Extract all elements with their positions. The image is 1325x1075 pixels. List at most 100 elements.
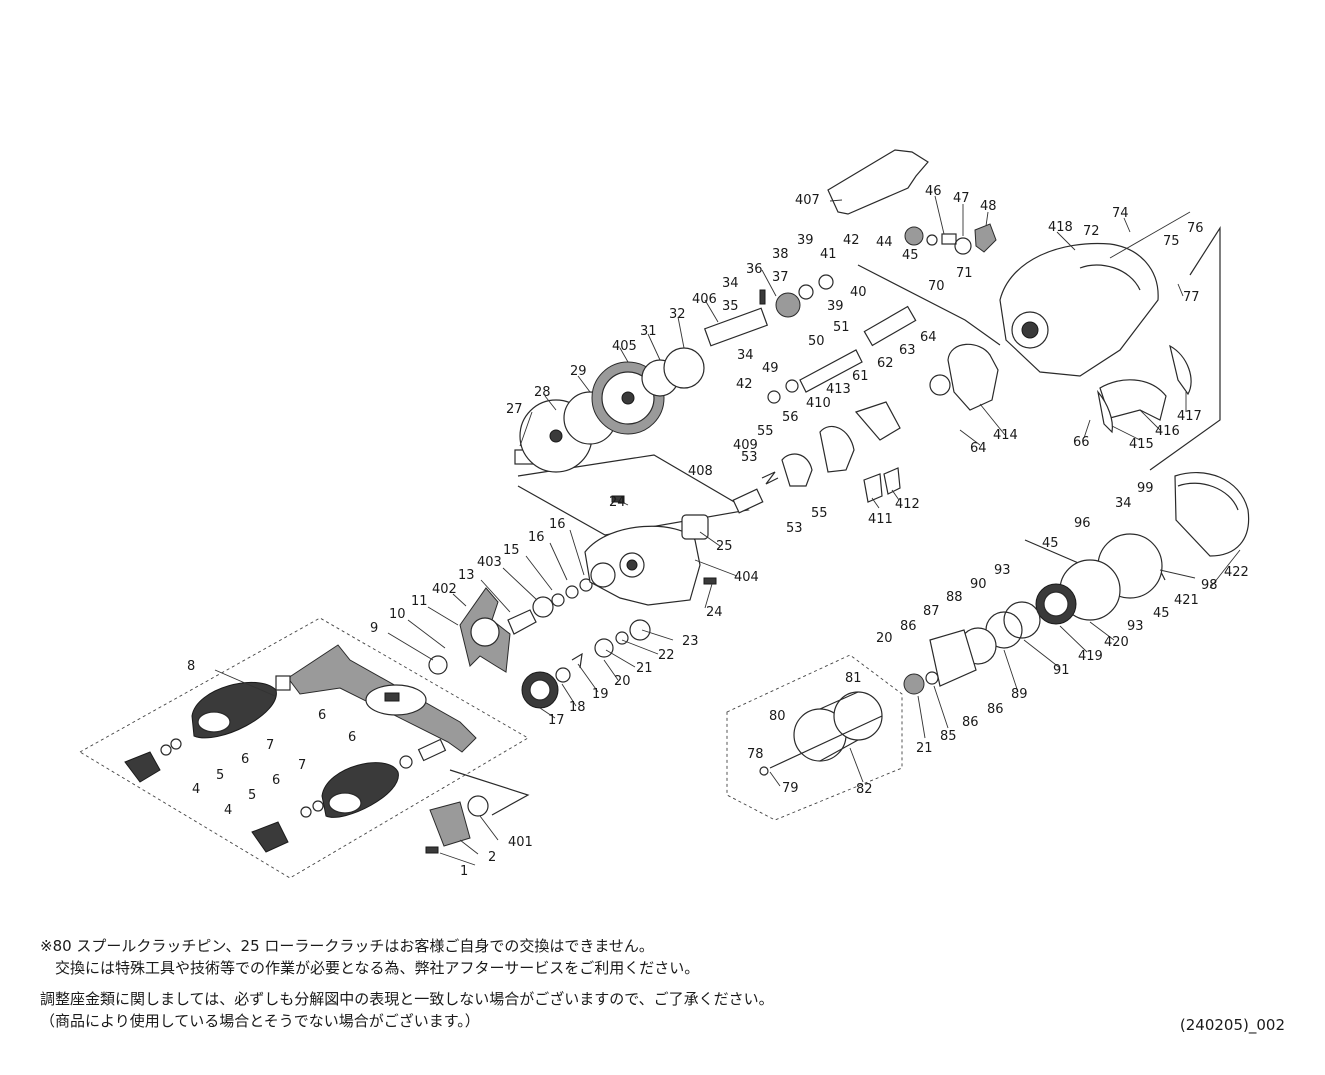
part-label-99: 99 — [1137, 481, 1154, 496]
part-label-89: 89 — [1011, 687, 1028, 702]
plate-416 — [1099, 379, 1167, 421]
part-label-417: 417 — [1177, 409, 1202, 424]
level-wind-parts — [732, 343, 1192, 514]
pin-408 — [732, 488, 764, 514]
part-label-6d: 6 — [272, 773, 281, 788]
part-label-70: 70 — [928, 279, 945, 294]
part-label-17: 17 — [548, 713, 565, 728]
part-label-61: 61 — [852, 369, 869, 384]
part-label-48: 48 — [980, 199, 997, 214]
leader-lines — [214, 195, 1241, 866]
part-label-37: 37 — [772, 270, 789, 285]
frame-ring-center — [1021, 321, 1039, 339]
nut-403 — [532, 596, 554, 618]
part-label-421: 421 — [1174, 593, 1199, 608]
knob-cap-lower — [251, 821, 289, 853]
part-label-422: 422 — [1224, 565, 1249, 580]
part-label-420: 420 — [1104, 635, 1129, 650]
part-label-63: 63 — [899, 343, 916, 358]
main-shaft-406 — [703, 307, 769, 347]
part-label-38: 38 — [772, 247, 789, 262]
part-label-53a: 53 — [741, 450, 758, 465]
handle-group-box — [79, 617, 529, 879]
part-label-25: 25 — [716, 539, 733, 554]
spool-82 — [759, 691, 883, 776]
top-parts — [827, 149, 997, 255]
part-label-10: 10 — [389, 607, 406, 622]
part-label-81: 81 — [845, 671, 862, 686]
washer-6-gear — [785, 379, 799, 393]
washer-6a — [170, 738, 182, 750]
part-label-39a: 39 — [797, 233, 814, 248]
knob-48 — [974, 223, 997, 253]
screw-24b — [703, 577, 717, 585]
side-plate-422 — [1174, 472, 1250, 557]
part-label-50: 50 — [808, 334, 825, 349]
part-label-64b: 64 — [970, 441, 987, 456]
part-label-409: 409 — [733, 438, 758, 453]
part-label-47: 47 — [953, 191, 970, 206]
washer-45 — [926, 234, 938, 246]
part-label-6c: 6 — [348, 730, 357, 745]
washer-7a — [160, 744, 172, 756]
ring-419-inner — [1043, 591, 1069, 617]
part-label-401: 401 — [508, 835, 533, 850]
part-label-75: 75 — [1163, 234, 1180, 249]
part-label-32: 32 — [669, 307, 686, 322]
level-wind-shaft-50 — [799, 349, 863, 393]
part-label-42b: 42 — [736, 377, 753, 392]
washer-37 — [798, 284, 814, 300]
pin-46 — [941, 233, 957, 245]
part-label-410: 410 — [806, 396, 831, 411]
top-cover-407 — [827, 149, 929, 215]
spool-shaft — [769, 715, 883, 769]
handle-assembly — [124, 644, 489, 854]
handle-bracket — [449, 769, 530, 816]
plate-410 — [819, 426, 855, 473]
plate-417 — [1169, 344, 1192, 396]
part-label-86b: 86 — [962, 715, 979, 730]
part-label-86a: 86 — [900, 619, 917, 634]
part-label-80: 80 — [769, 709, 786, 724]
washer-42 — [767, 390, 781, 404]
clip-412 — [883, 467, 901, 495]
part-label-55a: 55 — [757, 424, 774, 439]
knob-shaft — [417, 738, 447, 762]
part-label-28: 28 — [534, 385, 551, 400]
part-label-78: 78 — [747, 747, 764, 762]
part-label-44: 44 — [876, 235, 893, 250]
part-label-34b: 34 — [737, 348, 754, 363]
plate-56 — [781, 453, 813, 487]
part-label-93b: 93 — [1127, 619, 1144, 634]
part-label-18: 18 — [569, 700, 586, 715]
part-label-53b: 53 — [786, 521, 803, 536]
part-label-96: 96 — [1074, 516, 1091, 531]
spring-35 — [759, 289, 766, 305]
part-label-22: 22 — [658, 648, 675, 663]
washer-78 — [759, 766, 769, 776]
part-label-88: 88 — [946, 590, 963, 605]
version-code: (240205)_002 — [1179, 1016, 1285, 1034]
part-label-13: 13 — [458, 568, 475, 583]
knob-cap-upper — [124, 751, 161, 783]
handle-lock-plate-2 — [429, 801, 471, 847]
bearing-20b — [903, 673, 925, 695]
part-label-71: 71 — [956, 266, 973, 281]
part-label-8: 8 — [187, 659, 196, 674]
part-label-16a: 16 — [528, 530, 545, 545]
part-label-1: 1 — [460, 864, 469, 879]
part-label-42a: 42 — [843, 233, 860, 248]
clip-411 — [863, 473, 883, 503]
pinion-gear-36 — [775, 292, 801, 318]
part-label-45c: 45 — [1153, 606, 1170, 621]
part-label-412: 412 — [895, 497, 920, 512]
part-label-23: 23 — [682, 634, 699, 649]
note-line-1: ※80 スプールクラッチピン、25 ローラークラッチはお客様ご自身での交換はでき… — [40, 937, 654, 955]
part-label-21b: 21 — [916, 741, 933, 756]
part-label-76: 76 — [1187, 221, 1204, 236]
bearing-41 — [818, 274, 834, 290]
washer-16b — [579, 578, 593, 592]
part-label-79: 79 — [782, 781, 799, 796]
part-label-66: 66 — [1073, 435, 1090, 450]
part-labels: 1 2 4 4 5 5 6 6 6 6 7 7 8 9 10 11 13 15 … — [187, 184, 1249, 879]
